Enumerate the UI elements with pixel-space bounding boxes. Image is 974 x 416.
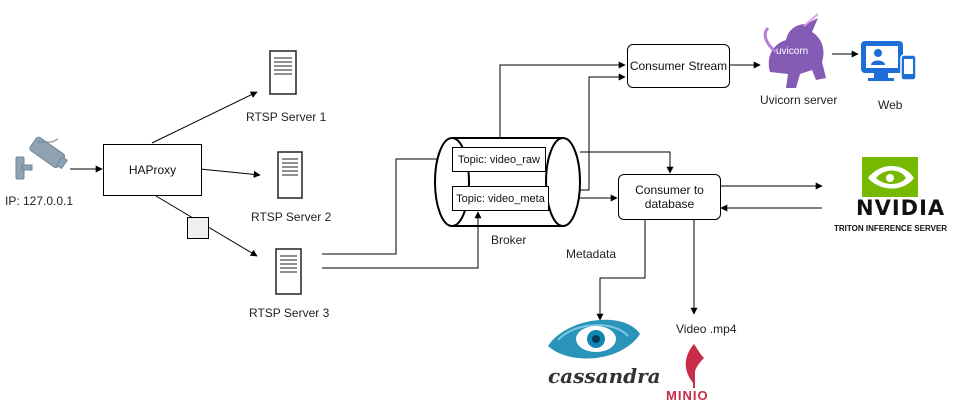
connectors bbox=[70, 50, 859, 321]
topic-video-raw-label: Topic: video_raw bbox=[458, 153, 540, 166]
video-label: Video .mp4 bbox=[676, 322, 737, 336]
minio-logo bbox=[685, 344, 704, 388]
server-icon-1 bbox=[269, 50, 297, 95]
web-label: Web bbox=[878, 98, 903, 112]
edge-haproxy-server2 bbox=[199, 168, 261, 178]
camera-icon bbox=[15, 136, 68, 180]
server-icon-2 bbox=[277, 151, 303, 199]
message-icon bbox=[187, 217, 209, 239]
consumer-stream-box[interactable]: Consumer Stream bbox=[627, 44, 730, 88]
topic-video-raw[interactable]: Topic: video_raw bbox=[452, 147, 546, 172]
edge-server3-video-raw bbox=[322, 155, 453, 255]
cassandra-wordmark: cassandra bbox=[548, 364, 661, 388]
broker-label: Broker bbox=[491, 233, 527, 247]
edge-broker-consumer-stream-top bbox=[499, 61, 626, 138]
server2-label: RTSP Server 2 bbox=[251, 210, 332, 224]
uvicorn-label: Uvicorn server bbox=[760, 93, 838, 107]
consumer-db-label: Consumer to database bbox=[635, 183, 704, 211]
web-icon bbox=[861, 41, 917, 81]
topic-video-meta-label: Topic: video_meta bbox=[456, 192, 545, 205]
edge-consumer-db-cassandra bbox=[596, 220, 646, 321]
camera-ip-label: IP: 127.0.0.1 bbox=[5, 194, 74, 208]
uvicorn-logo bbox=[763, 13, 826, 88]
server1-label: RTSP Server 1 bbox=[246, 110, 327, 124]
server3-label: RTSP Server 3 bbox=[249, 306, 330, 320]
edge-haproxy-server1 bbox=[151, 91, 258, 144]
consumer-stream-label: Consumer Stream bbox=[629, 59, 728, 73]
haproxy-label: HAProxy bbox=[128, 163, 177, 177]
edge-broker-consumer-stream-bottom bbox=[577, 73, 626, 191]
edge-server3-video-meta bbox=[322, 211, 482, 269]
nvidia-wordmark: NVIDIA bbox=[856, 196, 946, 220]
edge-video-raw-consumer-db bbox=[580, 151, 674, 174]
nvidia-subtitle: TRITON INFERENCE SERVER bbox=[834, 224, 948, 233]
haproxy-box[interactable]: HAProxy bbox=[103, 144, 202, 196]
uvicorn-logo-text: uvicorn bbox=[776, 46, 809, 57]
cassandra-logo bbox=[548, 319, 640, 359]
nvidia-eye-icon bbox=[862, 157, 918, 197]
server-icon-3 bbox=[275, 248, 302, 295]
minio-wordmark: MINIO bbox=[666, 388, 709, 403]
metadata-label: Metadata bbox=[566, 247, 617, 261]
topic-video-meta[interactable]: Topic: video_meta bbox=[452, 186, 549, 211]
consumer-db-box[interactable]: Consumer to database bbox=[618, 174, 721, 220]
